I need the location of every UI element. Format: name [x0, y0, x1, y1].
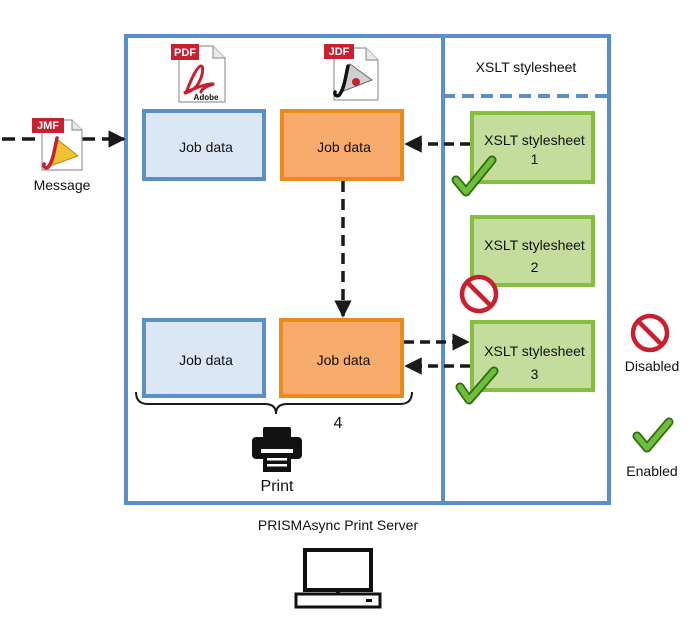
- svg-text:Adobe: Adobe: [194, 93, 219, 102]
- printer-icon: [252, 427, 302, 472]
- job-data-label-bottom-right: Job data: [316, 352, 371, 368]
- disabled-icon: [630, 313, 670, 353]
- job-data-label-bottom-left: Job data: [179, 352, 233, 368]
- job-data-box-bottom-left: [142, 318, 266, 398]
- stylesheet-column-frame: [441, 34, 611, 505]
- stylesheet-column-header: XSLT stylesheet: [475, 59, 577, 75]
- pdf-file-icon: PDF Adobe: [171, 44, 226, 103]
- svg-text:JDF: JDF: [329, 46, 350, 58]
- disabled-icon-stylesheet-2: [459, 274, 499, 314]
- print-label: Print: [260, 478, 294, 495]
- svg-text:PDF: PDF: [174, 47, 196, 59]
- stylesheet-1-number: 1: [530, 151, 539, 167]
- computer-icon: [294, 548, 382, 609]
- stylesheet-3-number: 3: [530, 366, 539, 382]
- job-data-label-top-right: Job data: [317, 139, 371, 155]
- stylesheet-3-title: XSLT stylesheet: [484, 343, 585, 359]
- legend-enabled-label: Enabled: [626, 463, 678, 479]
- stylesheet-1-title: XSLT stylesheet: [484, 132, 585, 148]
- stylesheet-box-2: [470, 215, 595, 287]
- brace-number: 4: [333, 415, 343, 432]
- jmf-file-icon: JMF: [32, 118, 83, 171]
- legend-disabled-label: Disabled: [624, 358, 680, 374]
- job-data-box-top-right: [280, 109, 404, 181]
- stylesheet-2-number: 2: [530, 259, 539, 275]
- stylesheet-box-1: [470, 111, 595, 184]
- job-data-box-bottom-right: [279, 318, 404, 398]
- stylesheet-2-title: XSLT stylesheet: [484, 237, 585, 253]
- job-data-box-top-left: [142, 109, 266, 181]
- grouping-brace: [135, 391, 413, 415]
- svg-text:JMF: JMF: [37, 120, 59, 132]
- jdf-file-icon: JDF: [324, 44, 379, 101]
- message-label: Message: [33, 177, 91, 193]
- server-label: PRISMAsync Print Server: [257, 517, 419, 533]
- job-data-label-top-left: Job data: [179, 139, 233, 155]
